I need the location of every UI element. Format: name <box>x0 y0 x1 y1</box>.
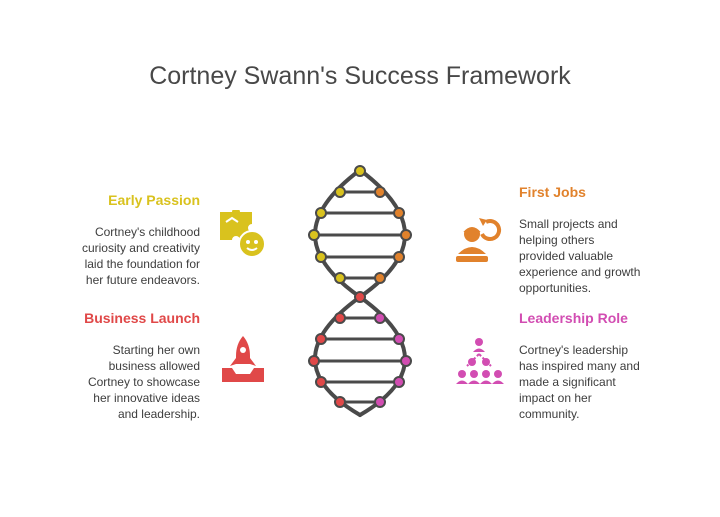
desc-line: and leadership. <box>117 407 200 421</box>
business-launch-block: Business Launch Starting her own busines… <box>50 310 200 422</box>
desc-line: helping others <box>519 233 595 247</box>
desc-line: Cortney's leadership <box>519 343 629 357</box>
early-passion-block: Early Passion Cortney's childhood curios… <box>60 192 200 288</box>
desc-line: Starting her own <box>112 343 200 357</box>
desc-line: has inspired many and <box>519 359 640 373</box>
desc-line: impact on her <box>519 391 592 405</box>
rocket-launch-icon <box>222 336 264 382</box>
leadership-role-block: Leadership Role Cortney's leadership has… <box>519 310 679 422</box>
helix-nodes <box>308 165 412 408</box>
first-jobs-description: Small projects and helping others provid… <box>519 216 679 296</box>
business-launch-description: Starting her own business allowed Cortne… <box>50 342 200 422</box>
dna-helix <box>308 165 412 417</box>
leadership-role-heading: Leadership Role <box>519 310 628 326</box>
team-pyramid-icon <box>456 338 504 384</box>
early-passion-heading: Early Passion <box>108 192 200 208</box>
early-passion-description: Cortney's childhood curiosity and creati… <box>60 224 200 288</box>
helix-rungs <box>312 190 408 404</box>
diagram-title: Cortney Swann's Success Framework <box>149 62 571 90</box>
desc-line: Cortney to showcase <box>87 375 200 389</box>
desc-line: Small projects and <box>519 217 618 231</box>
business-launch-heading: Business Launch <box>84 310 200 326</box>
desc-line: her future endeavors. <box>85 273 200 287</box>
desc-line: business allowed <box>108 359 200 373</box>
puzzle-face-icon <box>220 210 266 258</box>
desc-line: her innovative ideas <box>93 391 200 405</box>
leadership-role-description: Cortney's leadership has inspired many a… <box>519 342 679 422</box>
desc-line: opportunities. <box>519 281 592 295</box>
desc-line: experience and growth <box>519 265 641 279</box>
desc-line: Cortney's childhood <box>94 225 200 239</box>
desc-line: community. <box>519 407 580 421</box>
first-jobs-heading: First Jobs <box>519 184 586 200</box>
worker-refresh-icon <box>456 218 502 262</box>
desc-line: provided valuable <box>519 249 614 263</box>
desc-line: laid the foundation for <box>84 257 200 271</box>
desc-line: curiosity and creativity <box>81 241 200 255</box>
desc-line: made a significant <box>519 375 616 389</box>
first-jobs-block: First Jobs Small projects and helping ot… <box>519 184 679 296</box>
